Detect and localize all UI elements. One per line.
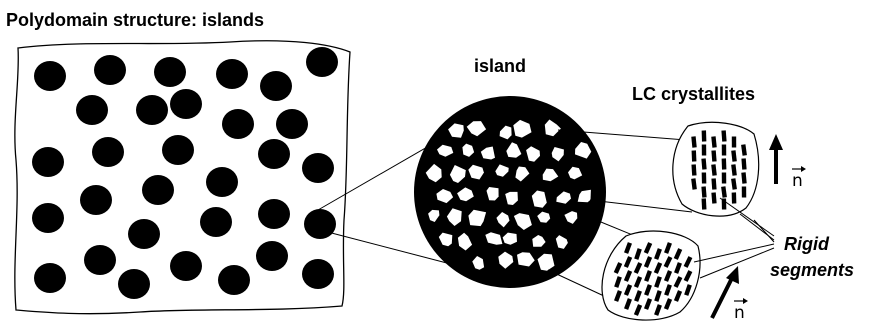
rigid-segment — [722, 144, 726, 155]
island-dot — [200, 207, 232, 237]
island-dot — [206, 167, 238, 197]
island-dot — [304, 209, 336, 239]
rigid-segment — [702, 144, 707, 155]
rigid-segment — [711, 178, 716, 189]
island-dot — [92, 137, 124, 167]
director-label-lower: n — [734, 303, 745, 323]
island-dot — [218, 265, 250, 295]
island-dot — [136, 95, 168, 125]
island-dot — [302, 153, 334, 183]
zoom-line-upper-crystallite-bottom — [590, 200, 692, 212]
island-dots — [32, 47, 338, 299]
crystallites-label: LC crystallites — [632, 84, 755, 104]
island-dot — [302, 259, 334, 289]
rigid-segment — [732, 136, 736, 147]
island-dot — [84, 245, 116, 275]
island-dot — [162, 135, 194, 165]
rigid-segment — [711, 150, 716, 161]
island-dot — [80, 185, 112, 215]
rigid-segments-label-line1: Rigid — [784, 234, 830, 254]
zoom-line-lower-crystallite-bottom — [548, 270, 604, 296]
rigid-segment — [702, 172, 707, 183]
island-dot — [142, 175, 174, 205]
rigid-segment — [722, 172, 726, 183]
rigid-segment — [701, 186, 706, 197]
rigid-segment — [702, 198, 707, 209]
rigid-segment — [741, 158, 746, 169]
island-dot — [170, 89, 202, 119]
rigid-segment — [721, 130, 726, 141]
island-dot — [32, 147, 64, 177]
island-dot — [76, 95, 108, 125]
rigid-segments-label-line2: segments — [770, 260, 854, 280]
island-dot — [128, 219, 160, 249]
island-label: island — [474, 56, 526, 76]
rigid-segment — [692, 150, 697, 161]
director-label-upper: n — [792, 171, 803, 191]
rigid-segment — [701, 158, 706, 169]
island-dot — [34, 61, 66, 91]
island-dot — [216, 59, 248, 89]
diagram-title: Polydomain structure: islands — [6, 10, 264, 30]
island-dot — [258, 199, 290, 229]
island-dot — [258, 139, 290, 169]
rigid-segment — [722, 158, 727, 169]
rigid-segment — [691, 164, 696, 175]
rigid-segment — [742, 186, 746, 197]
island-dot — [170, 251, 202, 281]
island-dot — [256, 241, 288, 271]
island-dot — [94, 55, 126, 85]
rigid-segment — [711, 192, 716, 203]
island-dot — [276, 109, 308, 139]
island-dot — [222, 109, 254, 139]
island-dot — [260, 71, 292, 101]
director-arrow-upper — [769, 134, 783, 184]
island-dot — [34, 263, 66, 293]
island-dot — [306, 47, 338, 77]
island-dot — [32, 203, 64, 233]
rigid-segment — [732, 192, 737, 203]
island-dot — [154, 57, 186, 87]
island-dot — [118, 269, 150, 299]
rigid-segment — [702, 130, 707, 141]
